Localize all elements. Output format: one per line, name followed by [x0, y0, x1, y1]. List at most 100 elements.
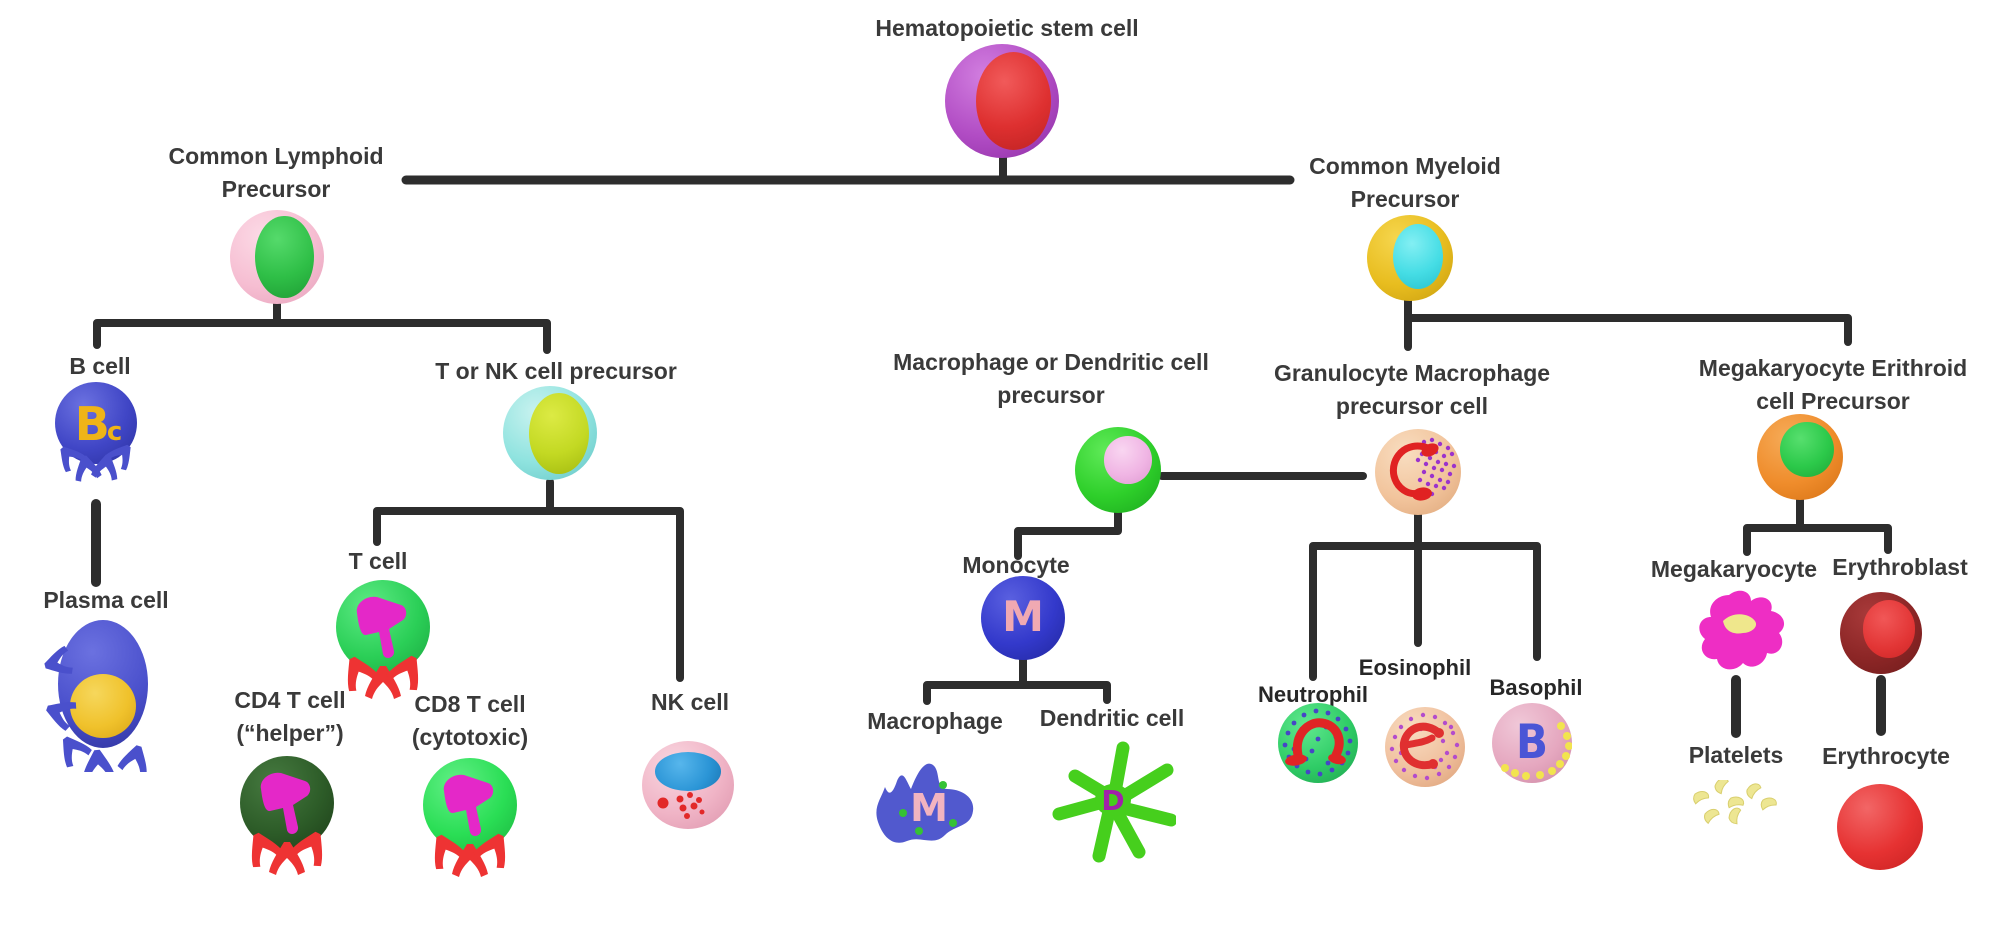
erythrocyte-cell	[1837, 784, 1923, 870]
clp-nucleus	[255, 215, 314, 299]
gmp-cell	[1375, 429, 1461, 515]
mep-nucleus	[1780, 421, 1834, 477]
mep-label: Megakaryocyte Erithroid cell Precursor	[1699, 352, 1967, 418]
b-cell-label: B cell	[69, 353, 131, 379]
monocyte-cell: M	[981, 576, 1065, 660]
hsc-cell	[945, 44, 1059, 158]
gmp-label-line1: Granulocyte Macrophage	[1273, 360, 1551, 386]
cd4-feet	[251, 831, 323, 875]
mdp-label: Macrophage or Dendritic cell precursor	[893, 346, 1209, 412]
mdp-label-line2: precursor	[997, 382, 1105, 408]
monocyte-glyph: M	[1002, 592, 1044, 642]
basophil-glyph: B	[1515, 714, 1549, 770]
gmp-label-line2: precursor cell	[1335, 393, 1489, 419]
platelets-label: Platelets	[1688, 742, 1784, 768]
macrophage-cell: M	[863, 750, 1003, 864]
b-cell: Bc	[41, 382, 151, 506]
nk-cell-label: NK cell	[651, 689, 729, 715]
eosinophil-nucleus-and-granules	[1389, 712, 1460, 781]
t-cell-receptor	[356, 596, 407, 658]
megakaryocyte-body	[1699, 590, 1785, 670]
cd4-t-cell	[227, 756, 347, 888]
macrophage-dots	[899, 781, 957, 835]
edge-monocyte-split	[923, 681, 1111, 705]
plasma-cell-nucleus	[70, 674, 136, 738]
eosinophil-membrane	[1385, 707, 1465, 787]
edge-clp-split	[93, 319, 551, 354]
dendritic-cell: D	[1051, 738, 1176, 863]
erythroblast-nucleus	[1862, 600, 1916, 658]
nk-nucleus	[654, 752, 722, 792]
gmp-nucleus-and-granules	[1389, 437, 1457, 501]
nk-cell	[642, 741, 734, 829]
dendritic-body: D	[1052, 741, 1176, 863]
basophil-granules	[1501, 722, 1572, 780]
cd8-feet	[434, 833, 506, 877]
gmp-label: Granulocyte Macrophage precursor cell	[1274, 357, 1550, 423]
clp-label-line1: Common Lymphoid	[168, 143, 384, 169]
plasma-cell-receptors	[44, 645, 147, 772]
macrophage-label: Macrophage	[867, 708, 1003, 734]
cd8-t-cell	[410, 758, 530, 890]
t-nk-precursor-cell	[503, 386, 597, 480]
cd8-label-line1: CD8 T cell	[414, 691, 526, 717]
megakaryocyte-cell	[1688, 583, 1798, 683]
t-cell-label: T cell	[348, 548, 408, 574]
clp-label: Common Lymphoid Precursor	[168, 140, 383, 206]
edge-cmp-split	[1404, 314, 1852, 346]
mep-label-line2: cell Precursor	[1756, 388, 1910, 414]
cmp-label: Common Myeloid Precursor	[1309, 150, 1501, 216]
megakaryocyte-label: Megakaryocyte	[1650, 556, 1818, 582]
erythrocyte-label: Erythrocyte	[1822, 743, 1950, 769]
t-cell	[323, 580, 443, 712]
t-nk-precursor-label: T or NK cell precursor	[435, 358, 677, 384]
macrophage-body: M	[876, 763, 974, 843]
megakaryocyte-nucleus	[1723, 614, 1757, 634]
t-nk-nucleus	[529, 392, 590, 475]
hsc-nucleus	[975, 51, 1051, 150]
basophil-cell: B	[1492, 703, 1572, 783]
neutrophil-label: Neutrophil	[1258, 682, 1368, 707]
cmp-cell	[1367, 215, 1453, 301]
cmp-nucleus	[1392, 223, 1443, 289]
cmp-label-line1: Common Myeloid	[1309, 153, 1501, 179]
cd8-t-cell-label: CD8 T cell (cytotoxic)	[412, 688, 528, 754]
mdp-nucleus	[1104, 436, 1152, 484]
mdp-label-line1: Macrophage or Dendritic cell	[893, 349, 1209, 375]
edge-mdp-to-monocyte	[1014, 509, 1122, 560]
eosinophil-cell	[1385, 707, 1465, 787]
mdp-cell	[1075, 427, 1161, 513]
hsc-label: Hematopoietic stem cell	[875, 15, 1139, 41]
monocyte-membrane	[981, 576, 1065, 660]
b-cell-glyph: Bc	[74, 397, 123, 451]
cmp-label-line2: Precursor	[1350, 186, 1460, 212]
clp-label-line2: Precursor	[221, 176, 331, 202]
plasma-cell	[28, 612, 178, 772]
monocyte-label: Monocyte	[962, 552, 1070, 578]
cd4-label-line2: (“helper”)	[236, 720, 344, 746]
eosinophil-label: Eosinophil	[1358, 655, 1472, 680]
neutrophil-cell	[1278, 703, 1358, 783]
basophil-label: Basophil	[1489, 675, 1583, 700]
t-cell-feet	[347, 655, 419, 699]
plasma-cell-label: Plasma cell	[43, 587, 169, 613]
neutrophil-nucleus-and-granules	[1282, 708, 1353, 777]
cd4-receptor	[260, 772, 311, 834]
macrophage-glyph: M	[910, 786, 948, 830]
erythroblast-label: Erythroblast	[1832, 554, 1968, 580]
nk-granules	[657, 792, 705, 819]
dendritic-glyph: D	[1101, 784, 1124, 817]
cd8-label-line2: (cytotoxic)	[411, 724, 529, 750]
edge-gmp-split	[1309, 542, 1541, 681]
erythrocyte-body	[1837, 784, 1923, 870]
cd4-t-cell-label: CD4 T cell (“helper”)	[234, 684, 345, 750]
neutrophil-membrane	[1278, 703, 1358, 783]
b-cell-receptors	[60, 444, 131, 482]
clp-cell	[230, 210, 324, 304]
platelets-cluster	[1678, 780, 1788, 844]
cd8-receptor	[443, 774, 494, 836]
edge-tnk-split	[373, 507, 684, 682]
erythroblast-cell	[1840, 592, 1922, 674]
